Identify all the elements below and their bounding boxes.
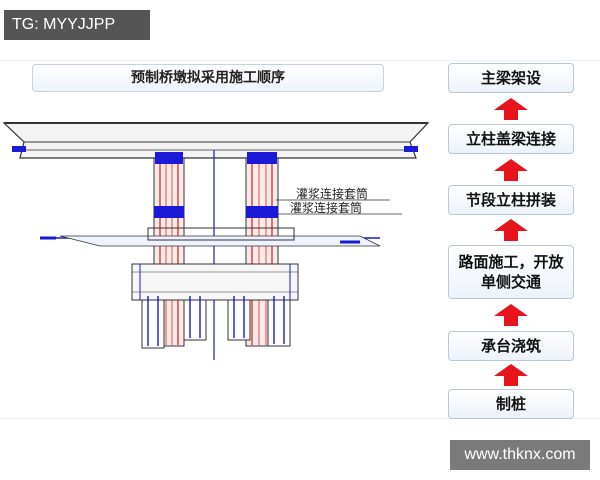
step-column-capbeam: 立柱盖梁连接 <box>448 124 574 154</box>
bearing-right <box>404 146 418 152</box>
step-pile-cap: 承台浇筑 <box>448 331 574 361</box>
step-road-traffic: 路面施工，开放单侧交通 <box>448 245 574 299</box>
up-arrow-icon <box>494 98 528 120</box>
pile-1 <box>141 296 165 349</box>
pile-4 <box>267 296 291 347</box>
up-arrow-icon <box>494 304 528 326</box>
pier-diagram: 灌浆连接套筒 灌浆连接套筒 <box>2 122 430 360</box>
watermark: TG: MYYJJPP <box>4 10 150 40</box>
step-segment-column: 节段立柱拼装 <box>448 185 574 215</box>
step-pile: 制桩 <box>448 389 574 419</box>
bridge-deck <box>2 122 430 159</box>
header-divider <box>0 60 600 61</box>
footer-divider <box>0 418 600 419</box>
up-arrow-icon <box>494 364 528 386</box>
pile-3 <box>227 296 251 341</box>
grout-sleeve-mid-left <box>154 206 184 218</box>
site-watermark: www.thknx.com <box>450 440 590 470</box>
pile-cap <box>131 263 299 301</box>
right-column <box>245 152 279 347</box>
sleeve-label-2: 灌浆连接套筒 <box>290 200 362 215</box>
road-surface <box>40 227 381 247</box>
grout-sleeve-top-right <box>247 152 277 164</box>
up-arrow-icon <box>494 219 528 241</box>
grout-sleeve-top-left <box>155 152 183 164</box>
bearing-left <box>12 146 26 152</box>
grout-sleeve-mid-right <box>246 206 278 218</box>
sleeve-label-1: 灌浆连接套筒 <box>296 186 368 201</box>
step-main-girder: 主梁架设 <box>448 63 574 93</box>
pile-2 <box>183 296 207 341</box>
up-arrow-icon <box>494 159 528 181</box>
diagram-title: 预制桥墩拟采用施工顺序 <box>32 64 384 92</box>
